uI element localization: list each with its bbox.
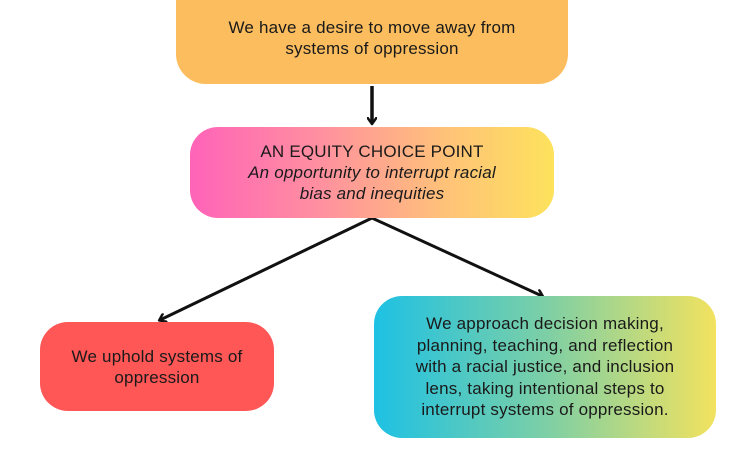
desire-text-line1: We have a desire to move away from <box>228 18 516 37</box>
arrow-choice-to-uphold <box>160 216 373 320</box>
approach-text-line2: planning, teaching, and reflection <box>416 335 674 355</box>
choice-point-title: AN EQUITY CHOICE POINT <box>260 142 484 161</box>
approach-text-line1: We approach decision making, <box>426 314 664 334</box>
choice-point-subtitle-line1: An opportunity to interrupt racial <box>248 163 496 182</box>
approach-text-line5: interrupt systems of oppression. <box>421 400 669 420</box>
uphold-text-line1: We uphold systems of <box>71 346 243 366</box>
equity-choice-point-node: AN EQUITY CHOICE POINT An opportunity to… <box>190 127 554 218</box>
approach-node: We approach decision making, planning, t… <box>374 296 716 438</box>
uphold-node: We uphold systems of oppression <box>40 322 274 411</box>
desire-node: We have a desire to move away from syste… <box>176 0 568 84</box>
uphold-text-line2: oppression <box>114 367 200 387</box>
approach-text-line4: lens, taking intentional steps to <box>425 378 665 398</box>
approach-text-line3: with a racial justice, and inclusion <box>415 357 675 377</box>
desire-text-line2: systems of oppression <box>285 39 459 58</box>
choice-point-subtitle-line2: bias and inequities <box>299 184 445 203</box>
arrow-choice-to-approach <box>371 216 542 296</box>
